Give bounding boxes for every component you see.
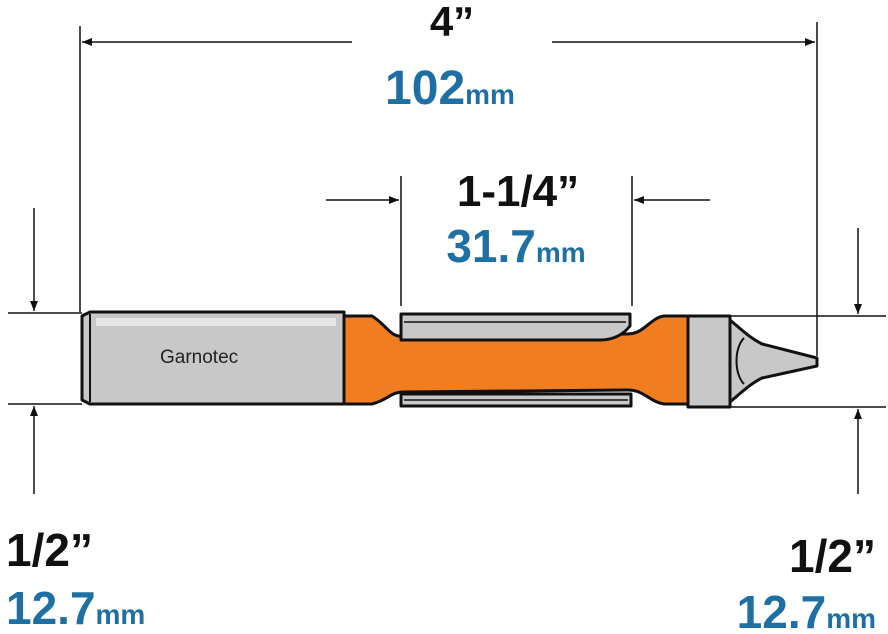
router-bit (80, 310, 819, 409)
shank-diameter-label: 1/2” 12.7mm (6, 524, 145, 634)
overall-length-mm: 102mm (385, 62, 515, 115)
cutting-length-inch: 1-1/4” (457, 167, 579, 216)
cut-diameter-label: 1/2” 12.7mm (737, 530, 876, 634)
brand-label: Garnotec (160, 347, 238, 368)
cutting-length-mm: 31.7mm (446, 220, 585, 272)
upper-blade (399, 312, 632, 342)
bit-tip-point (728, 318, 819, 404)
cut-diameter-inch: 1/2” (789, 530, 876, 582)
dimension-arrows (30, 38, 862, 494)
overall-length-label: 4” 102mm (385, 0, 515, 115)
cutting-length-label: 1-1/4” 31.7mm (446, 167, 585, 272)
shank-diameter-inch: 1/2” (6, 524, 93, 576)
cut-diameter-mm: 12.7mm (737, 586, 876, 634)
shank-diameter-mm: 12.7mm (6, 582, 145, 634)
overall-length-inch: 4” (430, 0, 474, 45)
bit-tip-collar (686, 314, 732, 409)
